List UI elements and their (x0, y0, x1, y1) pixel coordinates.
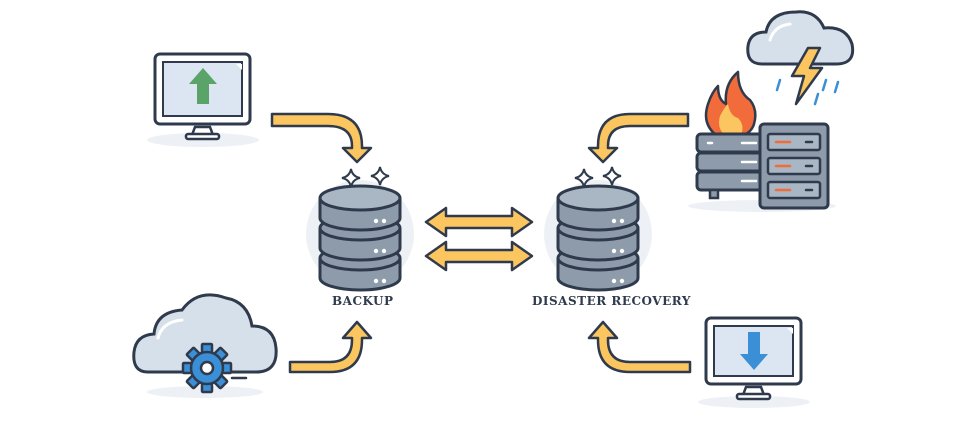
cloud-gear-icon (132, 293, 278, 398)
gear-icon (181, 342, 233, 394)
bidirectional-arrow-icon (424, 240, 534, 272)
backup-label: BACKUP (332, 294, 394, 308)
disaster-recovery-label: DISASTER RECOVERY (532, 294, 691, 308)
lightning-icon (790, 46, 824, 106)
curved-arrow-icon (288, 320, 373, 374)
bidirectional-arrow-icon (424, 206, 534, 238)
disaster-recovery-database-icon (544, 166, 652, 292)
curved-arrow-icon (270, 112, 373, 164)
burning-server-rack-icon (688, 70, 836, 212)
storm-cloud-lightning-icon (746, 10, 855, 106)
monitor-upload-icon (147, 52, 259, 147)
curved-arrow-icon (587, 112, 690, 164)
monitor-download-icon (698, 316, 810, 408)
flame-icon (704, 70, 757, 142)
download-arrow-icon (740, 332, 768, 370)
upload-arrow-icon (189, 68, 217, 104)
curved-arrow-icon (587, 320, 692, 374)
backup-database-icon (306, 166, 414, 292)
rain-icon (775, 78, 840, 106)
